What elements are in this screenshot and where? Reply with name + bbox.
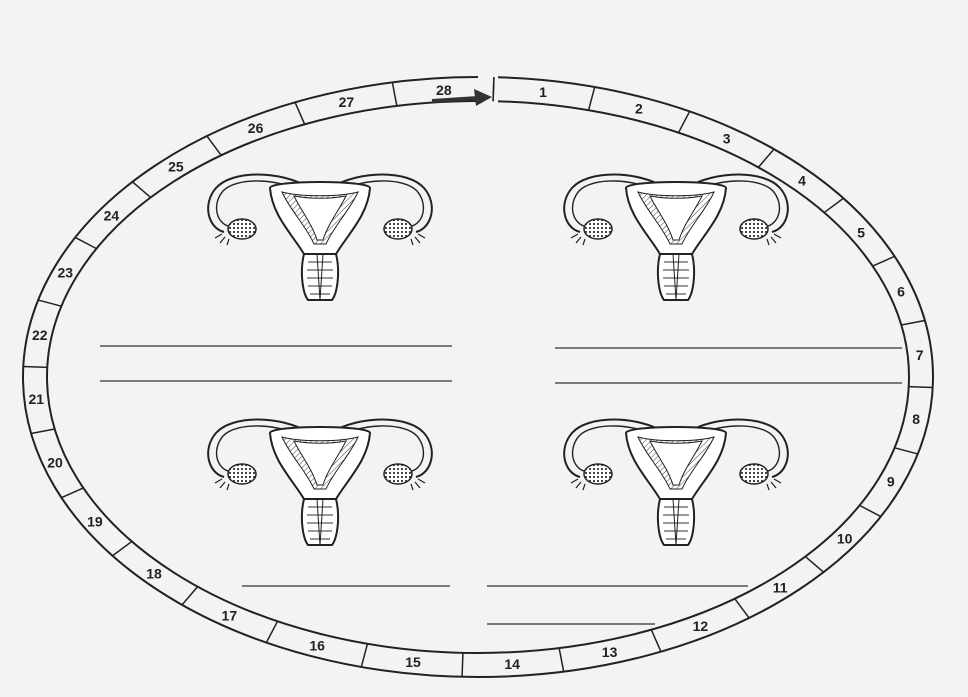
cycle-day-label: 18 [146,565,162,581]
segment-divider [895,448,918,454]
cycle-day-label: 10 [837,531,853,547]
cycle-day-label: 5 [857,224,865,240]
cycle-day-label: 7 [916,347,924,363]
segment-divider [38,300,61,306]
segment-divider [207,136,221,155]
cycle-day-label: 4 [798,173,806,189]
cycle-day-label: 28 [436,82,452,98]
uterus-diagram-icon [208,175,432,301]
cycle-day-label: 3 [723,131,731,147]
cycle-day-label: 6 [897,283,905,299]
segment-divider [361,644,367,667]
segment-divider [824,198,843,212]
cycle-day-label: 21 [29,391,45,407]
segment-divider [132,182,150,198]
cycle-ring-outer [23,77,933,677]
segment-divider [392,82,397,106]
cycle-day-label: 13 [602,644,618,660]
segment-divider [860,505,881,516]
cycle-day-label: 24 [104,207,120,223]
cycle-ring-gap [478,60,498,120]
cycle-day-label: 2 [635,101,643,117]
cycle-day-label: 14 [504,656,520,672]
cycle-day-label: 27 [339,94,355,110]
segment-divider [493,77,494,101]
segment-divider [758,149,774,167]
segment-divider [23,367,47,368]
segment-divider [31,429,55,434]
cycle-day-label: 11 [773,580,788,596]
cycle-day-label: 1 [539,84,547,100]
cycle-day-label: 15 [405,654,421,670]
segment-divider [295,102,305,124]
cycle-day-label: 23 [57,264,73,280]
cycle-day-label: 9 [887,474,895,490]
uterus-diagram-icon [208,420,432,546]
segment-divider [873,256,895,266]
segment-divider [735,599,749,618]
cycle-day-label: 22 [32,327,48,343]
segment-divider [266,621,277,642]
cycle-day-label: 20 [47,455,63,471]
segment-divider [182,587,198,605]
cycle-day-label: 17 [222,607,238,623]
cycle-day-label: 25 [168,158,184,174]
segment-divider [75,237,96,248]
segment-divider [678,111,689,132]
segment-divider [589,87,595,110]
cycle-day-segments: 1234567891011121314151617181920212223242… [23,77,932,677]
cycle-day-label: 16 [309,637,325,653]
segment-divider [61,488,83,498]
segment-divider [909,387,933,388]
segment-divider [651,630,661,652]
cycle-ring-inner [47,101,909,653]
cycle-day-label: 19 [87,514,103,530]
uterus-diagram-icon [564,175,788,301]
cycle-day-label: 12 [693,618,709,634]
cycle-day-label: 26 [248,120,264,136]
segment-divider [113,541,132,555]
segment-divider [559,648,564,672]
cycle-day-label: 8 [912,411,920,427]
uterus-diagram-icon [564,420,788,546]
segment-divider [901,321,925,326]
segment-divider [805,557,823,573]
segment-divider [462,653,463,677]
